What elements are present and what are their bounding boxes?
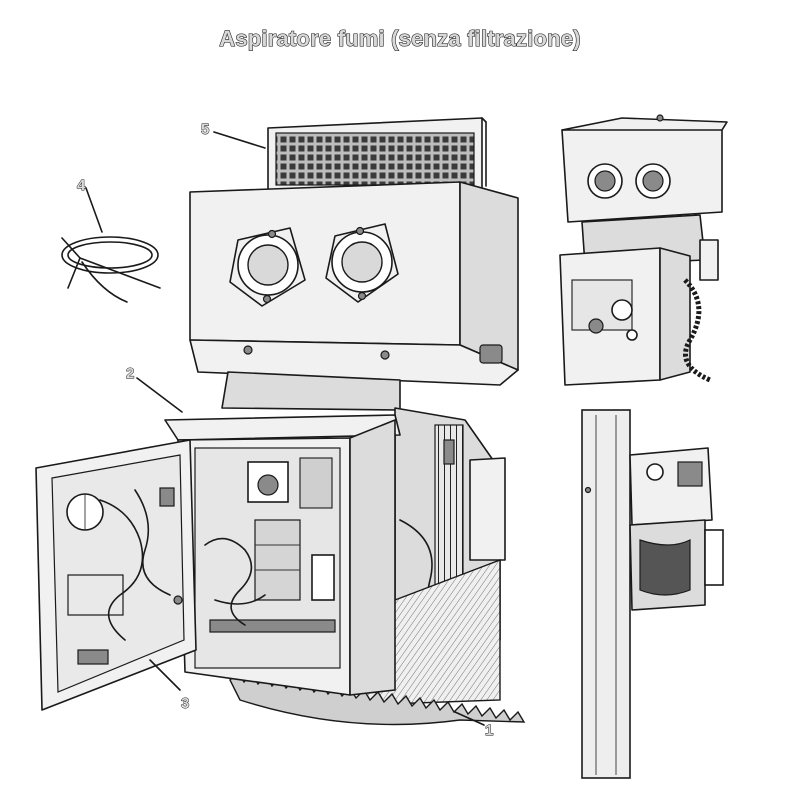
callout-3: 3 — [181, 695, 189, 712]
inlet-port-right — [325, 223, 399, 303]
inlet-port-left — [229, 227, 306, 307]
terminal-strip — [209, 619, 336, 633]
alt-port-right — [635, 163, 671, 199]
leader-5 — [213, 131, 266, 149]
support-column — [581, 409, 631, 779]
leader-1 — [454, 711, 485, 726]
top-grille — [267, 117, 487, 193]
leader-4 — [85, 187, 103, 233]
grille-mesh — [275, 132, 475, 186]
housing-latch — [479, 344, 503, 364]
diagram-title: Aspiratore fumi (senza filtrazione) — [219, 25, 581, 51]
alt-port-left — [587, 163, 623, 199]
cabinet-door — [35, 439, 197, 711]
callout-4: 4 — [77, 177, 86, 194]
callout-leaders — [85, 131, 485, 726]
column-mounted-view — [581, 409, 724, 779]
callout-1: 1 — [485, 722, 493, 739]
door-switch — [77, 649, 109, 665]
contactor-block — [254, 519, 301, 601]
alternate-view-unit — [559, 114, 728, 386]
callout-5: 5 — [201, 121, 209, 138]
extractor-housing — [189, 181, 519, 386]
hose-clamp — [61, 236, 161, 303]
control-cabinet — [164, 414, 401, 696]
leader-2 — [136, 377, 183, 413]
callout-2: 2 — [126, 365, 134, 382]
leader-3 — [149, 659, 181, 691]
